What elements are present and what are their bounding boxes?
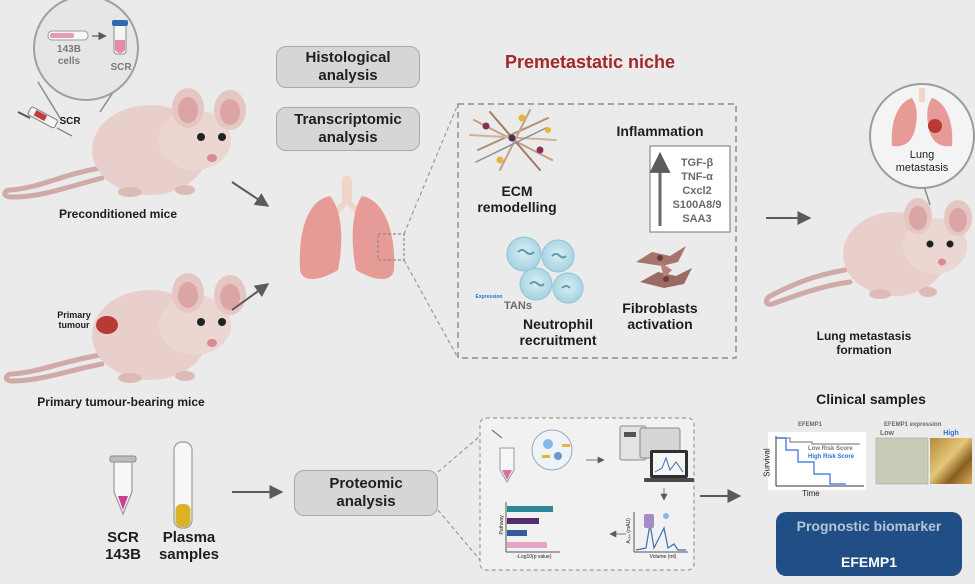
inflammation-marker-list: TGF-β TNF-α Cxcl2 S100A8/9 SAA3: [666, 156, 728, 226]
protein-binding-icon: [531, 429, 573, 471]
tumour-bearing-mouse-icon: [3, 273, 246, 384]
tumour-bearing-mice-label: Primary tumour-bearing mice: [37, 395, 205, 409]
low-expression-image: [876, 438, 928, 484]
clinical-samples-title: Clinical samples: [816, 391, 926, 407]
pathway-bar: [507, 506, 553, 512]
primary-tumour-label: Primary tumour: [57, 310, 91, 330]
laptop-icon: [644, 450, 694, 482]
survival-ylabel: Survival: [762, 448, 772, 477]
biomarker-name: EFEMP1: [840, 554, 897, 570]
high-risk-legend: High Risk Score: [808, 454, 855, 460]
marker-item: TNF-α: [681, 171, 713, 183]
expression-small-label: Expression: [475, 294, 503, 300]
chromatogram-ylabel: A₂₈₀ (mAU): [626, 518, 633, 544]
metastasis-nodule-icon: [928, 119, 942, 133]
workflow-tube-icon: [491, 429, 515, 483]
pathway-bar-plot: [505, 502, 560, 553]
proteomic-analysis-box: Proteomic analysis: [294, 470, 438, 516]
lungs-icon: [299, 176, 405, 279]
bar-plot-ylabel: Pathway: [499, 515, 506, 535]
inflammation-label: Inflammation: [616, 123, 704, 139]
plasma-tube-icon: [173, 441, 193, 529]
low-risk-legend: Low Risk Score: [808, 446, 853, 452]
biomarker-title: Prognostic biomarker: [796, 518, 942, 534]
survival-plot-title: EFEMP1: [797, 422, 822, 428]
pathway-bar: [507, 518, 539, 524]
histological-analysis-box: Histological analysis: [276, 46, 420, 88]
marker-item: S100A8/9: [672, 199, 722, 211]
syringe-icon: [17, 106, 73, 137]
fibroblasts-icon: [636, 246, 692, 288]
arrow-preconditioned-to-lung: [231, 181, 270, 207]
neutrophil-recruitment-label: Neutrophil recruitment: [519, 316, 597, 349]
metastasis-mouse-icon: [763, 198, 972, 307]
chromatogram-plot: [633, 512, 688, 553]
arrow-tumour-to-lung: [231, 283, 270, 311]
plasma-samples-label: Plasma samples: [158, 529, 220, 564]
survival-plot: [768, 432, 866, 490]
high-expression-image: [930, 438, 972, 484]
chromatogram-xlabel: Volume (ml): [649, 554, 677, 560]
survival-xlabel: Time: [802, 489, 820, 498]
expression-low-label: Low: [880, 430, 894, 437]
preconditioned-mice-label: Preconditioned mice: [58, 207, 178, 221]
cell-inset-bubble: [33, 0, 139, 119]
high-risk-curve: [776, 437, 846, 485]
lung-metastasis-bubble-label: Lung metastasis: [895, 149, 949, 174]
marker-item: TGF-β: [680, 157, 714, 169]
low-risk-curve: [776, 437, 860, 445]
scr-143b-label: SCR 143B: [105, 529, 141, 564]
transcriptomic-analysis-box: Transcriptomic analysis: [276, 107, 420, 151]
bar-plot-xlabel: -Log10(p value): [516, 554, 552, 560]
inset-cells-label: 143B cells: [57, 44, 81, 67]
fibroblasts-activation-label: Fibroblasts activation: [622, 300, 698, 333]
premetastatic-niche-title: Premetastatic niche: [504, 52, 676, 72]
expression-title: EFEMP1 expression: [884, 422, 942, 428]
marker-item: SAA3: [682, 213, 712, 225]
injection-scr-label: SCR: [59, 116, 81, 127]
marker-item: Cxcl2: [682, 185, 712, 197]
lung-metastasis-formation-label: Lung metastasis formation: [816, 329, 912, 357]
prognostic-biomarker-box: Prognostic biomarker EFEMP1: [776, 512, 962, 576]
primary-tumour-icon: [96, 316, 118, 334]
ecm-remodelling-label: ECM remodelling: [477, 183, 557, 216]
expression-high-label: High: [943, 430, 959, 437]
tans-label: TANs: [504, 300, 532, 312]
pathway-bar: [507, 542, 547, 548]
neutrophils-icon: [506, 236, 584, 304]
lung-metastasis-bubble: [869, 83, 975, 206]
pathway-bar: [507, 530, 527, 536]
preconditioned-mouse-icon: [2, 88, 246, 200]
ecm-fibers-icon: [469, 109, 557, 171]
inset-scr-label: SCR: [110, 62, 132, 73]
scr-143b-tube-icon: [109, 455, 137, 516]
premetastatic-niche-box: [457, 103, 737, 359]
